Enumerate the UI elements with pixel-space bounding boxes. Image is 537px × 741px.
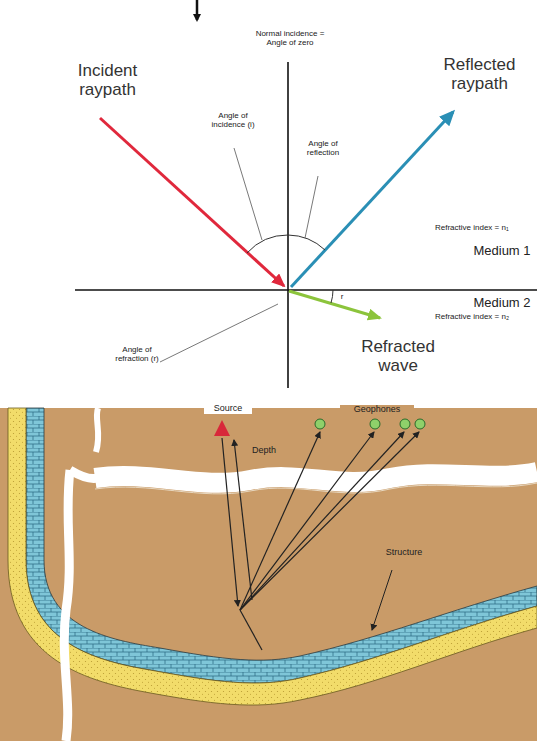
- text-label: Refractive index = n₂: [435, 313, 535, 322]
- text-label: Normal incidence = Angle of zero: [248, 30, 332, 48]
- text-label: Refractive index = n₁: [435, 224, 535, 233]
- text-label: Structure: [372, 548, 436, 558]
- text-label: Refracted wave: [352, 338, 444, 375]
- text-label: Medium 2: [470, 296, 534, 310]
- text-label: Medium 1: [470, 244, 534, 258]
- text-label: Incident raypath: [60, 62, 155, 99]
- text-label: Depth: [244, 446, 284, 456]
- text-label: r: [337, 293, 347, 302]
- text-label: Source: [204, 404, 252, 414]
- text-label: Angle of incidence (i): [205, 112, 261, 130]
- text-label: Reflected raypath: [432, 56, 527, 93]
- text-label: Geophones: [340, 405, 414, 415]
- text-label: Angle of refraction (r): [108, 346, 166, 364]
- text-label: Angle of reflection: [298, 140, 348, 158]
